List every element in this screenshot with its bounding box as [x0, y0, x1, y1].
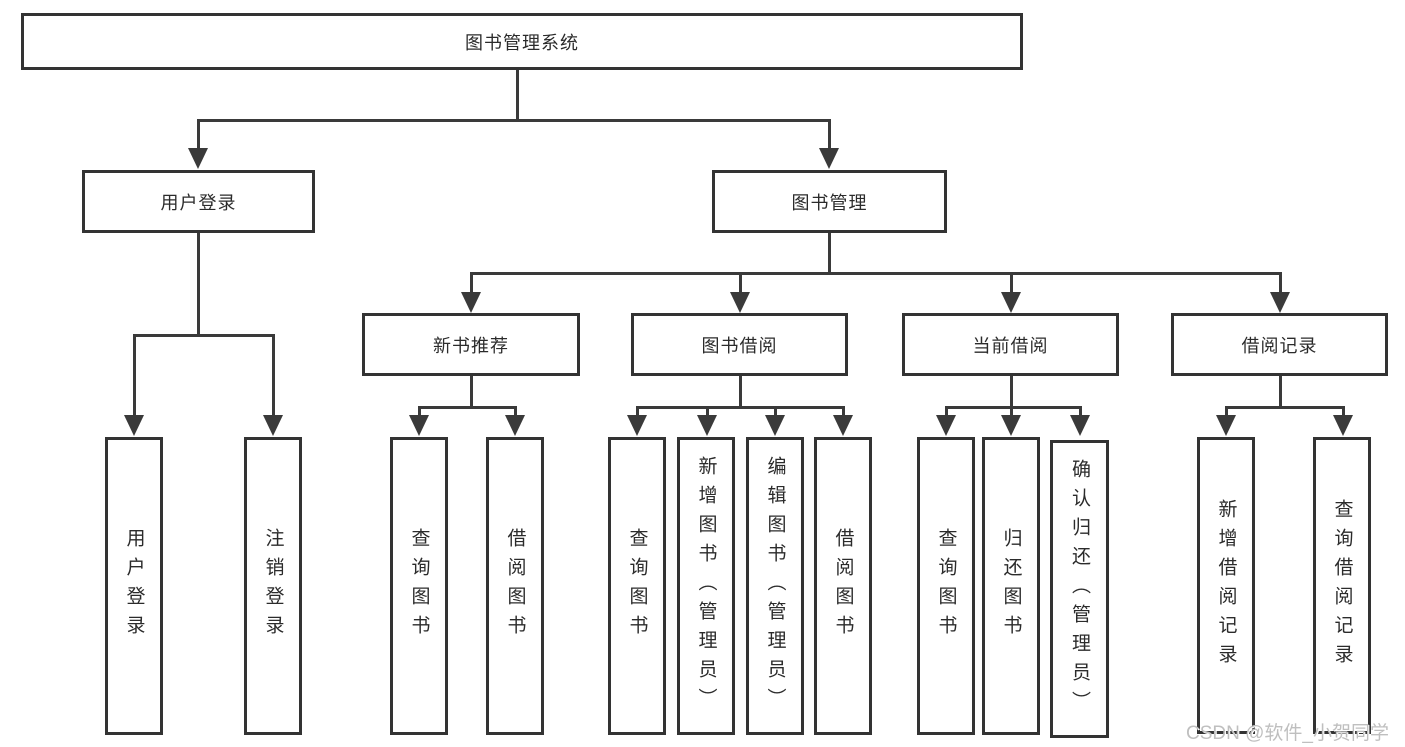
connector-trunk	[515, 70, 519, 120]
connector-stem-leaf-8	[1009, 407, 1013, 417]
arrowhead-leaf-add-record	[1216, 415, 1236, 436]
connector-stem-book-borrow	[738, 273, 742, 294]
connector-new-book-branch	[417, 405, 517, 409]
node-borrow-records-label: 借阅记录	[1241, 335, 1318, 356]
leaf-query-books-borrow: 查询图书	[608, 437, 666, 735]
arrowhead-leaf-query-2	[627, 415, 647, 436]
arrowhead-leaf-user-login	[124, 415, 144, 436]
arrowhead-leaf-edit-book	[765, 415, 785, 436]
connector-drop-user-login	[196, 233, 200, 336]
connector-stem-leaf-7	[944, 407, 948, 417]
node-current-borrowing-label: 当前借阅	[972, 335, 1049, 356]
connector-stem-leaf-11	[1341, 407, 1345, 417]
connector-stem-leaf-6	[841, 407, 845, 417]
connector-stem-leaf-3	[635, 407, 639, 417]
leaf-add-book-admin-label: 新增图书（管理员）	[695, 455, 717, 717]
watermark: CSDN @软件_小贺同学	[1186, 723, 1389, 744]
node-root-label: 图书管理系统	[465, 32, 579, 53]
connector-stem-leaf-user-login	[132, 335, 136, 417]
leaf-borrow-books-borrow-label: 借阅图书	[832, 528, 854, 644]
arrowhead-leaf-query-record	[1333, 415, 1353, 436]
leaf-query-borrow-record-label: 查询借阅记录	[1331, 498, 1353, 673]
node-book-borrowing: 图书借阅	[631, 313, 848, 376]
node-new-book-recommend-label: 新书推荐	[433, 335, 509, 356]
arrowhead-leaf-borrow-2	[833, 415, 853, 436]
leaf-query-books-newbook-label: 查询图书	[408, 528, 430, 644]
leaf-query-books-current-label: 查询图书	[935, 528, 957, 644]
leaf-borrow-books-borrow: 借阅图书	[814, 437, 872, 735]
arrowhead-leaf-add-book	[697, 415, 717, 436]
connector-stem-new-book	[469, 273, 473, 294]
arrowhead-new-book	[461, 292, 481, 313]
node-user-login-label: 用户登录	[160, 192, 237, 213]
arrowhead-leaf-return	[1001, 415, 1021, 436]
node-new-book-recommend: 新书推荐	[362, 313, 580, 376]
arrowhead-book-management	[819, 148, 839, 169]
arrowhead-borrow-record	[1270, 292, 1290, 313]
leaf-return-books-label: 归还图书	[1000, 528, 1022, 644]
arrowhead-leaf-query-1	[409, 415, 429, 436]
connector-book-borrow-branch	[635, 405, 845, 409]
connector-drop-book-management	[827, 233, 831, 275]
leaf-query-books-borrow-label: 查询图书	[626, 528, 648, 644]
connector-drop-new-book	[469, 376, 473, 409]
node-borrow-records: 借阅记录	[1171, 313, 1388, 376]
node-book-borrowing-label: 图书借阅	[701, 335, 778, 356]
arrowhead-leaf-borrow-1	[505, 415, 525, 436]
connector-borrow-record-branch	[1224, 405, 1345, 409]
leaf-logout: 注销登录	[244, 437, 302, 735]
connector-stem-leaf-logout	[271, 335, 275, 417]
leaf-query-books-current: 查询图书	[917, 437, 975, 735]
leaf-confirm-return-admin: 确认归还（管理员）	[1050, 440, 1109, 738]
leaf-user-login: 用户登录	[105, 437, 163, 735]
leaf-query-books-newbook: 查询图书	[390, 437, 448, 735]
node-book-management: 图书管理	[712, 170, 947, 233]
arrowhead-leaf-query-3	[936, 415, 956, 436]
connector-stem-leaf-4	[705, 407, 709, 417]
connector-drop-current-borrow	[1009, 376, 1013, 409]
connector-stem-leaf-5	[773, 407, 777, 417]
node-user-login: 用户登录	[82, 170, 315, 233]
connector-stem-book-management	[827, 120, 831, 150]
connector-stem-leaf-10	[1224, 407, 1228, 417]
leaf-edit-book-admin-label: 编辑图书（管理员）	[764, 455, 786, 717]
leaf-query-borrow-record: 查询借阅记录	[1313, 437, 1371, 734]
leaf-confirm-return-admin-label: 确认归还（管理员）	[1069, 458, 1090, 720]
node-book-management-label: 图书管理	[791, 192, 868, 213]
leaf-return-books: 归还图书	[982, 437, 1040, 735]
connector-level1-branch	[196, 118, 831, 122]
connector-stem-leaf-9	[1078, 407, 1082, 417]
arrowhead-book-borrow	[730, 292, 750, 313]
connector-stem-current-borrow	[1009, 273, 1013, 294]
arrowhead-user-login	[188, 148, 208, 169]
connector-level2-branch	[469, 271, 1282, 275]
arrowhead-leaf-logout	[263, 415, 283, 436]
leaf-add-borrow-record-label: 新增借阅记录	[1215, 498, 1237, 673]
node-current-borrowing: 当前借阅	[902, 313, 1119, 376]
node-root: 图书管理系统	[21, 13, 1023, 70]
leaf-edit-book-admin: 编辑图书（管理员）	[746, 437, 804, 735]
leaf-borrow-books-newbook-label: 借阅图书	[504, 528, 526, 644]
connector-drop-borrow-record	[1278, 376, 1282, 409]
leaf-borrow-books-newbook: 借阅图书	[486, 437, 544, 735]
leaf-add-book-admin: 新增图书（管理员）	[677, 437, 735, 735]
connector-stem-leaf-1	[417, 407, 421, 417]
connector-stem-leaf-2	[513, 407, 517, 417]
connector-current-borrow-branch	[944, 405, 1082, 409]
connector-stem-user-login	[196, 120, 200, 150]
leaf-add-borrow-record: 新增借阅记录	[1197, 437, 1255, 734]
connector-user-login-branch	[132, 333, 275, 337]
arrowhead-current-borrow	[1001, 292, 1021, 313]
connector-drop-book-borrow	[738, 376, 742, 409]
connector-stem-borrow-record	[1278, 273, 1282, 294]
leaf-user-login-label: 用户登录	[123, 528, 145, 644]
arrowhead-leaf-confirm-return	[1070, 415, 1090, 436]
leaf-logout-label: 注销登录	[262, 528, 284, 644]
